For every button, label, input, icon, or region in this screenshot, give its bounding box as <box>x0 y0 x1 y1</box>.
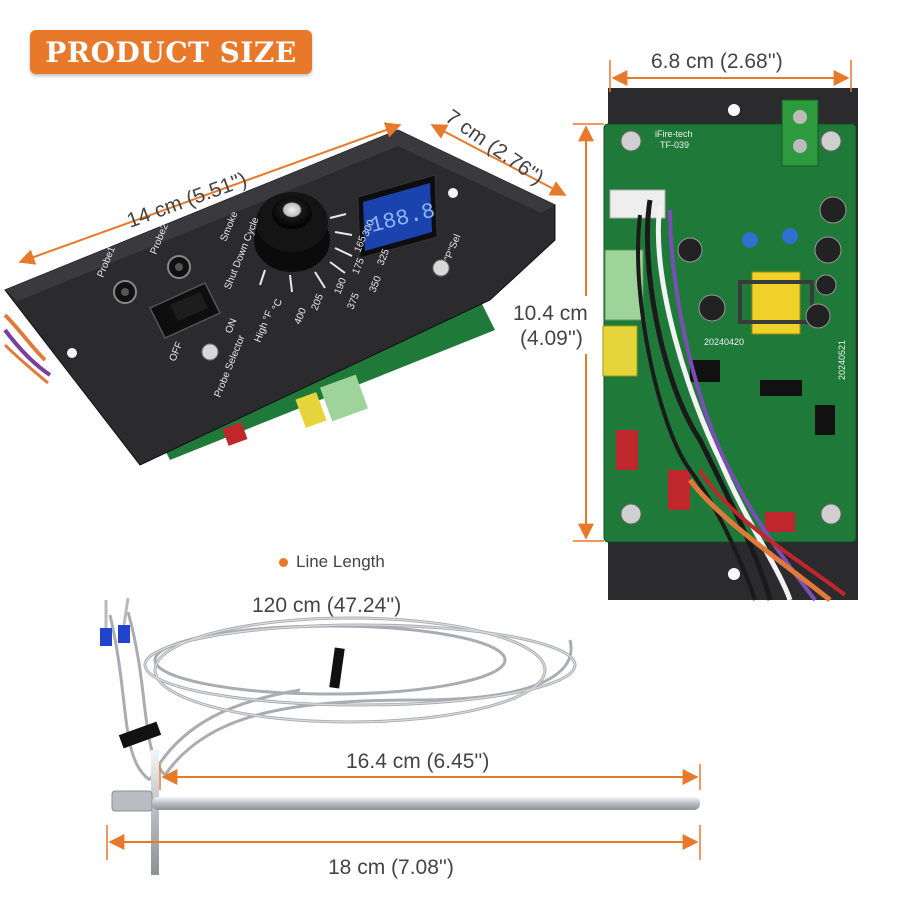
pcb-height-label-cm: 10.4 cm <box>513 302 588 325</box>
temperature-probe <box>100 597 700 875</box>
controller-panel: 188.8 Probe1 Probe2 Smoke Shut Down Cycl… <box>3 129 556 466</box>
pcb-model: TF-039 <box>660 140 689 150</box>
pcb-board: iFire-tech TF-039 20240420 20240521 <box>602 88 858 602</box>
pcb-width-label: 6.8 cm (2.68'') <box>651 50 783 73</box>
line-length-legend: Line Length <box>279 552 385 572</box>
probe-total-label: 18 cm (7.08'') <box>328 856 454 879</box>
probe-rod-label: 16.4 cm (6.45'') <box>346 750 489 773</box>
probe-total-dimension: 18 cm (7.08'') <box>106 825 701 879</box>
line-length-value: 120 cm (47.24'') <box>252 594 401 617</box>
pcb-width-dimension: 6.8 cm (2.68'') <box>609 50 852 92</box>
legend-label: Line Length <box>296 552 385 571</box>
pcb-date-2: 20240521 <box>837 340 847 380</box>
probe-rod-dimension: 16.4 cm (6.45'') <box>159 750 701 790</box>
pcb-height-dimension: 10.4 cm (4.09'') <box>508 123 604 542</box>
label-celsius: °C <box>271 298 285 313</box>
badge-title: PRODUCT SIZE <box>45 35 297 69</box>
product-size-badge: PRODUCT SIZE <box>30 30 312 74</box>
legend-dot-icon <box>279 557 288 567</box>
pcb-date-1: 20240420 <box>704 337 744 347</box>
pcb-height-label-in: (4.09'') <box>520 327 583 350</box>
label-on: ON <box>224 317 240 335</box>
pcb-brand: iFire-tech <box>655 129 693 139</box>
